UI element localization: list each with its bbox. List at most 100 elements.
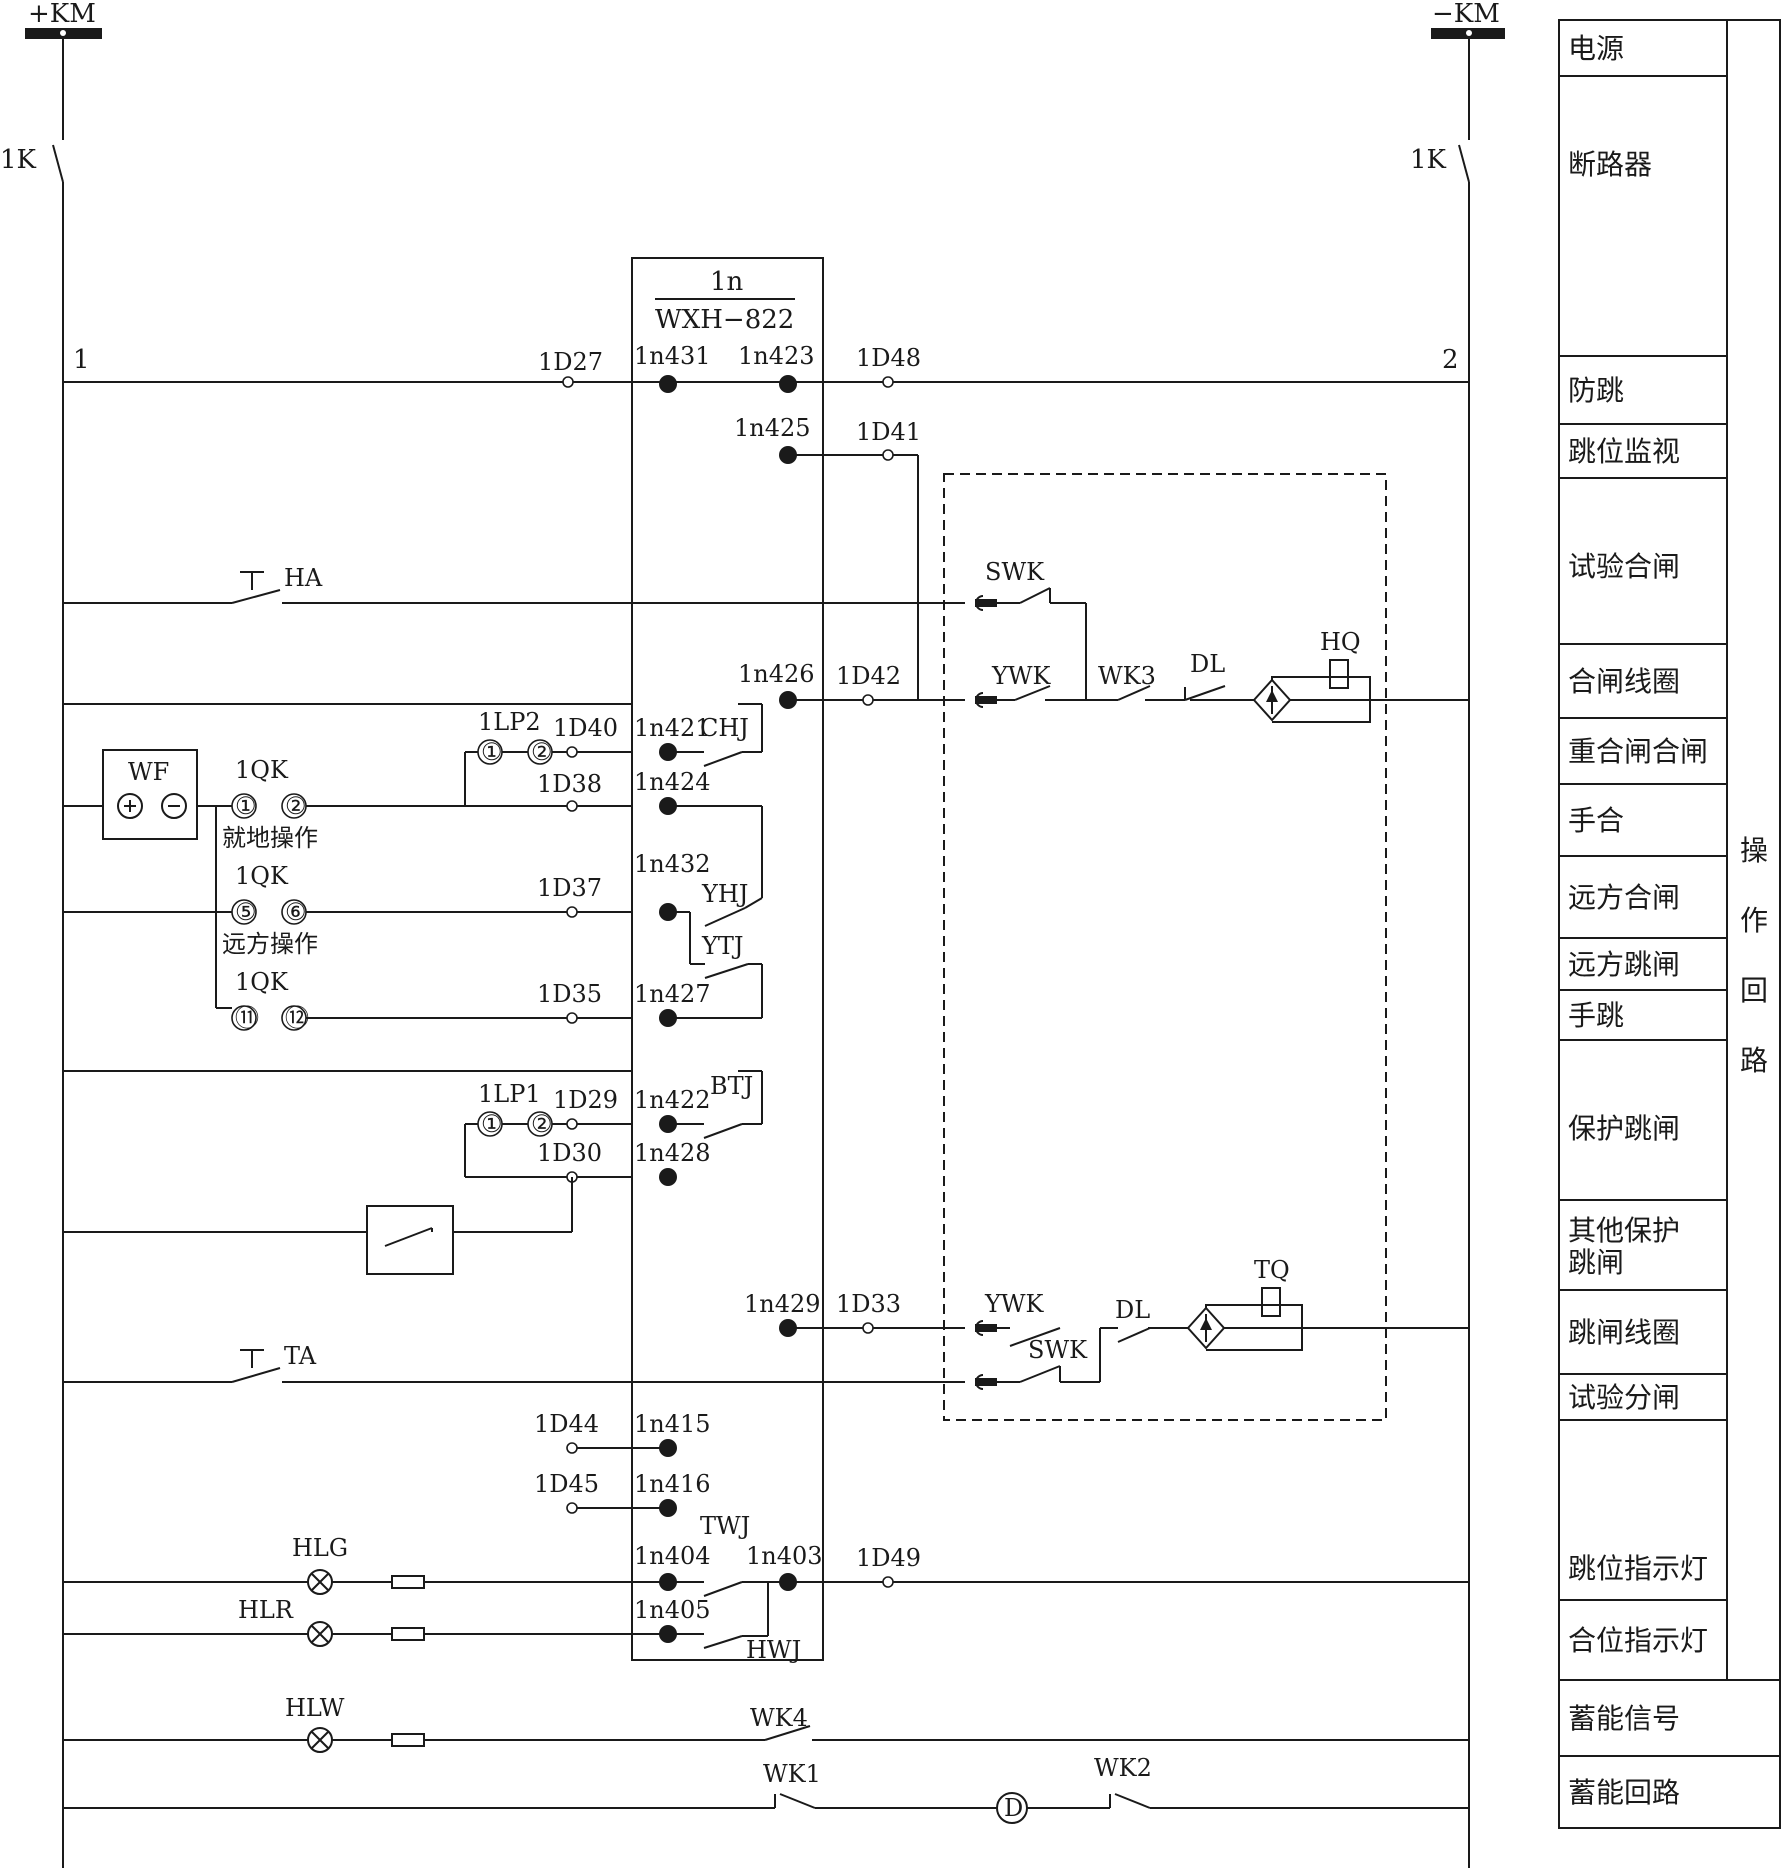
row-manual-trip: ⑪ ⑫ 1QK 1D35 1n427 — [216, 963, 763, 1032]
row-reclose: ① ② 1LP2 1D40 1n421 CHJ — [464, 703, 763, 806]
pin-1n423: 1n423 — [738, 342, 815, 370]
side-row-label: 蓄能信号 — [1568, 1702, 1680, 1735]
side-row-label: 手跳 — [1568, 999, 1624, 1032]
side-row-label: 蓄能回路 — [1568, 1776, 1680, 1809]
qk-label-2: 1QK — [235, 862, 289, 890]
group-label-4: 路 — [1740, 1044, 1768, 1077]
plus-km-bus: +KM — [25, 0, 102, 39]
pin-1n425: 1n425 — [734, 414, 811, 442]
side-row-label: 电源 — [1568, 32, 1624, 65]
wk2-label: WK2 — [1094, 1754, 1152, 1782]
lp2-contact-2: ② — [531, 738, 553, 766]
row-protection-trip: ① ② 1LP1 1D29 1n422 BTJ 1D30 1n428 — [63, 1070, 763, 1186]
group-label-2: 作 — [1740, 904, 1768, 937]
pin-1n404: 1n404 — [634, 1542, 711, 1570]
qk-label-1: 1QK — [235, 756, 289, 784]
lp1-label: 1LP1 — [478, 1080, 541, 1108]
local-operation-note: 就地操作 — [222, 824, 318, 852]
terminal-1d35: 1D35 — [537, 980, 602, 1008]
terminal-1d27: 1D27 — [538, 348, 603, 376]
row-manual-close: WF ① ② 1QK 就地操作 1D38 1n424 — [63, 749, 763, 1008]
pin-1n405: 1n405 — [634, 1596, 711, 1624]
lp2-contact-1: ① — [481, 738, 503, 766]
ta-label: TA — [284, 1342, 317, 1370]
hlr-label: HLR — [238, 1596, 294, 1624]
qk-contact-1: ① — [235, 792, 257, 820]
side-row-label: 保护跳闸 — [1568, 1112, 1680, 1145]
terminal-1d41: 1D41 — [856, 418, 921, 446]
line-1-label: 1 — [73, 345, 90, 375]
wk4-label: WK4 — [750, 1704, 808, 1732]
hlg-label: HLG — [292, 1534, 348, 1562]
row-test-trip: TA SWK — [63, 1336, 1100, 1390]
lp1-contact-2: ② — [531, 1110, 553, 1138]
side-row-label: 跳位监视 — [1568, 435, 1680, 468]
swk-label-close: SWK — [985, 558, 1045, 586]
row-energy-circuit: WK1 D WK2 — [63, 1754, 1469, 1824]
qk-contact-5: ⑤ — [235, 898, 257, 926]
qk-contact-11: ⑪ — [235, 1004, 259, 1032]
row-spare-pins: 1D44 1n415 1D45 1n416 — [534, 1410, 711, 1517]
pin-1n421: 1n421 — [634, 714, 711, 742]
group-label-1: 操 — [1740, 834, 1768, 867]
side-row-label: 远方合闸 — [1568, 881, 1680, 914]
device-ref: 1n — [710, 267, 744, 297]
dl-label-trip: DL — [1115, 1296, 1150, 1324]
side-row-label: 防跳 — [1568, 374, 1624, 407]
pin-1n416: 1n416 — [634, 1470, 711, 1498]
terminal-1d49: 1D49 — [856, 1544, 921, 1572]
side-row-label: 合闸线圈 — [1568, 665, 1680, 698]
ywk-label-trip: YWK — [984, 1290, 1045, 1318]
chj-label: CHJ — [700, 714, 749, 742]
side-row-label: 手合 — [1568, 804, 1624, 837]
side-row-label: 重合闸合闸 — [1568, 735, 1708, 768]
right-switch-label: 1K — [1410, 145, 1447, 175]
row-energy-signal: HLW WK4 — [63, 1694, 1469, 1753]
pin-1n422: 1n422 — [634, 1086, 711, 1114]
lp2-label: 1LP2 — [478, 708, 541, 736]
row-test-close: HA SWK — [63, 558, 1087, 700]
terminal-1d42: 1D42 — [836, 662, 901, 690]
left-switch-label: 1K — [0, 145, 37, 175]
side-row-label: 跳闸线圈 — [1568, 1316, 1680, 1349]
wf-box — [102, 749, 198, 840]
left-rail: 1K — [0, 39, 64, 1868]
qk-contact-12: ⑫ — [285, 1004, 309, 1032]
side-row-label: 跳闸 — [1568, 1246, 1624, 1279]
qk-contact-2: ② — [285, 792, 307, 820]
pin-1n431: 1n431 — [634, 342, 711, 370]
remote-operation-note: 远方操作 — [222, 930, 318, 958]
pin-1n432: 1n432 — [634, 850, 711, 878]
minus-km-bus: −KM — [1431, 0, 1505, 39]
qk-label-3: 1QK — [235, 968, 289, 996]
row-closing-coil: 1n426 1D42 YWK WK3 DL HQ — [63, 628, 1469, 723]
pin-1n415: 1n415 — [634, 1410, 711, 1438]
dl-label-close: DL — [1190, 650, 1225, 678]
side-row-label: 其他保护 — [1568, 1214, 1680, 1247]
side-row-label: 合位指示灯 — [1568, 1624, 1708, 1657]
device-box: 1n WXH−822 — [631, 257, 824, 1661]
plus-km-label: +KM — [28, 0, 96, 29]
lp1-contact-1: ① — [481, 1110, 503, 1138]
terminal-1d30: 1D30 — [537, 1139, 602, 1167]
side-function-table: 电源断路器防跳跳位监视试验合闸合闸线圈重合闸合闸手合远方合闸远方跳闸手跳保护跳闸… — [1558, 19, 1781, 1829]
row-trip-coil: 1n429 1D33 YWK DL TQ — [744, 1256, 1469, 1382]
pin-1n424: 1n424 — [634, 768, 711, 796]
minus-km-label: −KM — [1432, 0, 1500, 29]
group-label-3: 回 — [1740, 974, 1768, 1007]
terminal-1d37: 1D37 — [537, 874, 602, 902]
motor-label: D — [1004, 1794, 1023, 1822]
ywk-label-close: YWK — [991, 662, 1052, 690]
pin-1n428: 1n428 — [634, 1139, 711, 1167]
side-row-label: 断路器 — [1568, 148, 1652, 181]
wk1-label: WK1 — [763, 1760, 821, 1788]
ytj-label: YTJ — [701, 932, 743, 960]
row-other-protection-trip — [63, 1177, 573, 1275]
terminal-1d38: 1D38 — [537, 770, 602, 798]
btj-label: BTJ — [710, 1072, 753, 1100]
pin-1n426: 1n426 — [738, 660, 815, 688]
right-rail: 1K — [1410, 39, 1470, 1868]
side-row-label: 跳位指示灯 — [1568, 1552, 1708, 1585]
side-row-label: 试验分闸 — [1568, 1381, 1680, 1414]
